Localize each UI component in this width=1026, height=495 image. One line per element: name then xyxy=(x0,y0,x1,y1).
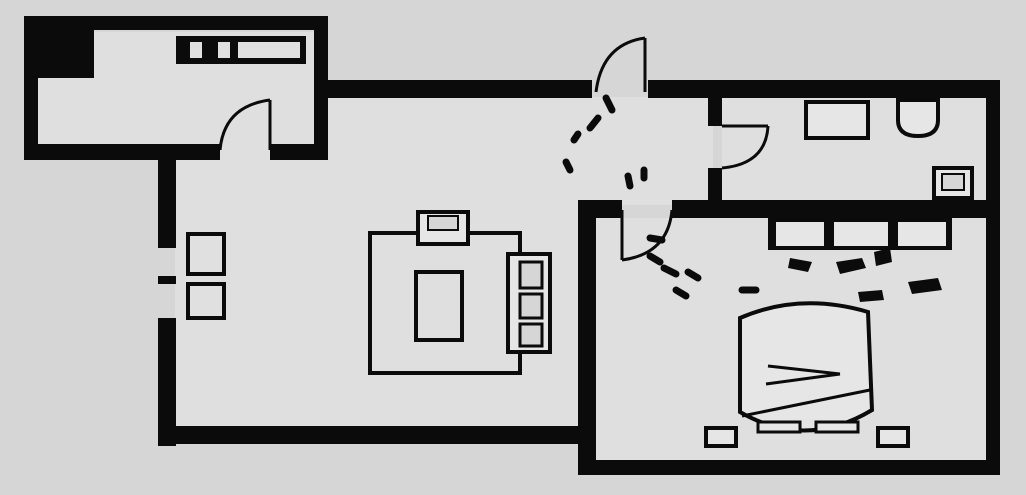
nightstand-right xyxy=(876,426,910,448)
bed-blanket-fold xyxy=(741,388,871,418)
wardrobe-marks xyxy=(788,248,942,302)
wall-living-left-upper xyxy=(158,144,176,248)
sofa-cushion-2 xyxy=(518,292,544,320)
sofa-cushion-1 xyxy=(518,260,544,290)
coffee-table xyxy=(414,270,464,342)
door-swing-marks xyxy=(562,94,760,300)
bed-crease-1 xyxy=(767,364,841,376)
armchair-seat xyxy=(427,215,459,231)
bedroom-furniture xyxy=(704,218,952,448)
door-bathroom xyxy=(721,124,770,170)
closet-shelf-slot-3 xyxy=(238,42,300,58)
sink-basin xyxy=(941,173,965,191)
toilet xyxy=(896,98,940,139)
wall-bath-left-upper xyxy=(708,98,722,126)
doors xyxy=(218,36,770,262)
wall-closet-bottom-left xyxy=(24,144,220,160)
window-left-lower xyxy=(186,282,226,320)
bed-crease-2 xyxy=(765,372,841,386)
living-room-furniture xyxy=(368,210,552,375)
wardrobe-door-1 xyxy=(776,222,824,246)
walls xyxy=(24,16,1000,475)
left-wall-windows xyxy=(186,232,226,320)
nightstand-left xyxy=(704,426,738,448)
hallway-floor xyxy=(318,97,713,205)
bathroom-fixtures xyxy=(804,98,974,200)
wall-bedroom-top-right xyxy=(672,200,1000,218)
closet-window xyxy=(176,36,306,64)
wall-top-left xyxy=(314,80,592,98)
window-left-upper xyxy=(186,232,226,276)
door-bedroom xyxy=(620,209,674,262)
pillow-right xyxy=(814,420,860,434)
wall-closet-left xyxy=(24,16,38,160)
bathtub xyxy=(804,100,870,140)
wall-living-left-mid xyxy=(158,276,176,284)
wall-bath-left-lower xyxy=(708,168,722,204)
wall-closet-corner-block xyxy=(38,30,94,78)
wall-living-left-lower xyxy=(158,318,176,446)
wall-bedroom-bottom xyxy=(578,460,1000,475)
closet-shelf-slot-1 xyxy=(190,42,202,58)
wall-bedroom-left xyxy=(578,200,596,475)
wardrobe-door-2 xyxy=(834,222,888,246)
wall-closet-bottom-right xyxy=(270,144,328,160)
door-entry xyxy=(594,36,647,93)
closet-shelf-slot-2 xyxy=(218,42,230,58)
wall-right xyxy=(986,80,1000,475)
wall-closet-top xyxy=(24,16,328,30)
wall-top-right xyxy=(648,80,1000,98)
sofa-cushion-3 xyxy=(518,322,544,348)
wall-living-bottom xyxy=(158,426,582,444)
wardrobe-door-3 xyxy=(898,222,946,246)
door-closet xyxy=(218,98,272,151)
pillow-left xyxy=(756,420,802,434)
